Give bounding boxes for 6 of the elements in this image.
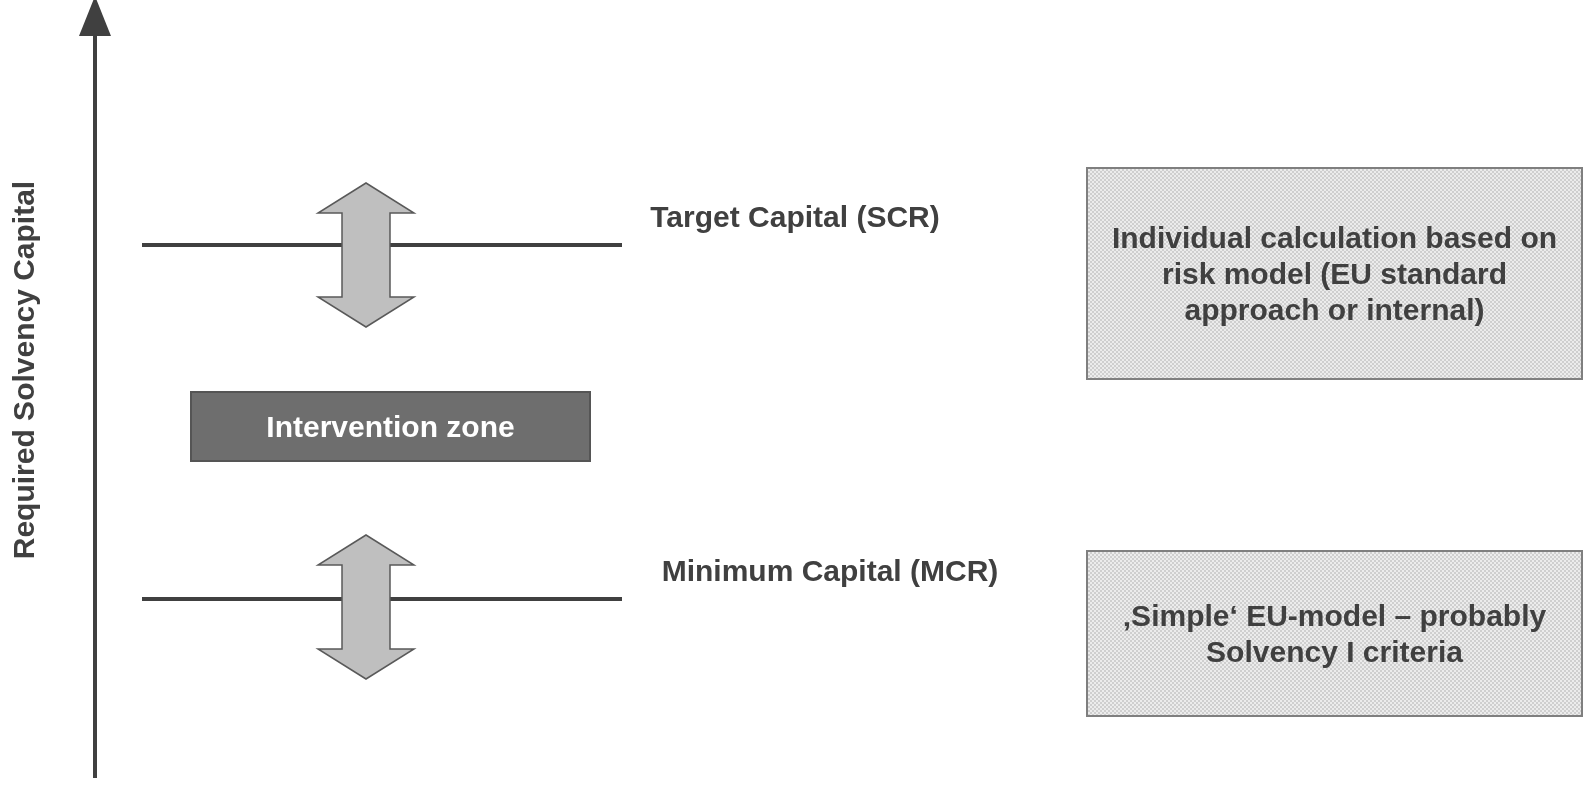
axis-label: Required Solvency Capital	[6, 179, 41, 562]
level-label: Target Capital (SCR)	[649, 199, 941, 235]
note-box: ‚Simple‘ EU-model – probably Solvency I criteria	[1086, 550, 1583, 717]
level-label: Minimum Capital (MCR)	[660, 553, 1000, 589]
note-box: Individual calculation based on risk model (EU standard approach or internal)	[1086, 167, 1583, 380]
zone-box: Intervention zone	[190, 391, 591, 462]
